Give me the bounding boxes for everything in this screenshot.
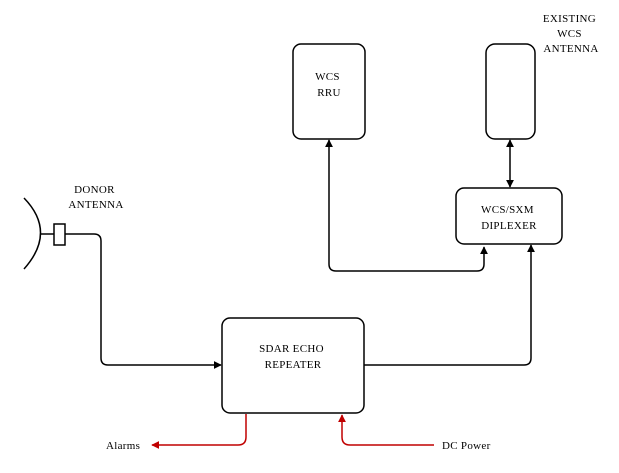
donor-antenna-dish-icon — [23, 197, 42, 270]
sdar-echo-repeater-label-line: SDAR ECHO — [259, 343, 324, 355]
donor-antenna-label-line: ANTENNA — [68, 199, 123, 211]
alarms-line — [151, 414, 247, 449]
wcs-rru-label: WCS RRU — [315, 71, 343, 99]
donor-antenna-label-line: DONOR — [74, 184, 115, 196]
wcs-sxm-diplexer-label: WCS/SXM DIPLEXER — [481, 204, 537, 232]
existing-wcs-antenna-label-line: ANTENNA — [543, 43, 598, 55]
wcs-sxm-diplexer-label-line: WCS/SXM — [481, 204, 534, 216]
dc-power-line — [338, 414, 434, 446]
diplexer-to-rru-line — [325, 139, 488, 272]
alarms-label: Alarms — [106, 440, 140, 452]
wcs-sxm-diplexer-box — [455, 187, 563, 245]
wcs-rru-box — [292, 43, 366, 140]
existing-wcs-antenna-label-line: EXISTING — [543, 13, 596, 25]
existing-wcs-antenna-label: EXISTING WCS ANTENNA — [543, 13, 599, 55]
dc-power-label: DC Power — [442, 440, 491, 452]
donor-antenna-label: DONOR ANTENNA — [68, 184, 123, 211]
existing-wcs-antenna-label-line: WCS — [557, 28, 582, 40]
donor-to-repeater-line — [40, 233, 222, 369]
wcs-rru-label-line: WCS — [315, 71, 340, 83]
wcs-sxm-diplexer-label-line: DIPLEXER — [481, 220, 537, 232]
existing-wcs-antenna-box — [485, 43, 536, 140]
donor-antenna-connector-icon — [53, 223, 66, 246]
sdar-echo-repeater-label-line: REPEATER — [265, 359, 322, 371]
sdar-echo-repeater-label: SDAR ECHO REPEATER — [259, 343, 327, 371]
sdar-echo-repeater-box — [221, 317, 365, 414]
repeater-to-diplexer-line — [364, 244, 535, 366]
wcs-rru-label-line: RRU — [317, 87, 341, 99]
